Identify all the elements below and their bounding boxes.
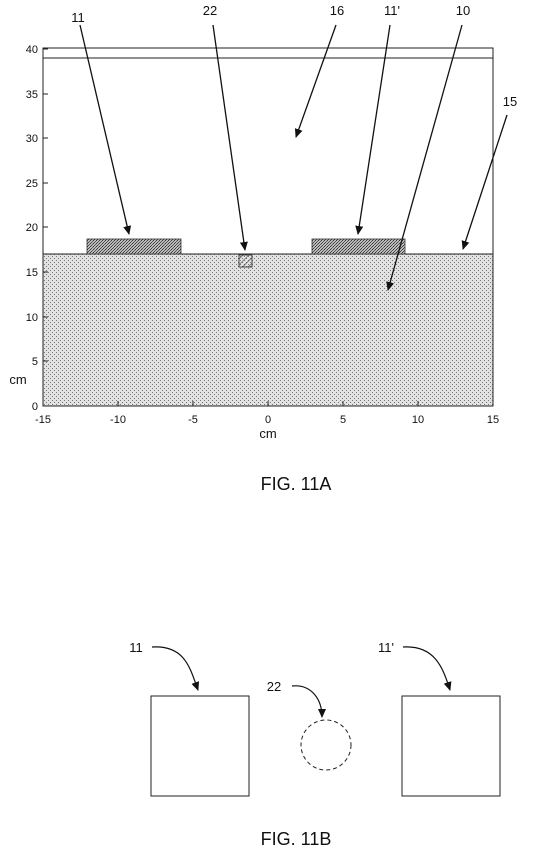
fig-11a: -15 -10 -5 0 5 10 15 0 5 10 15 20 25 30 … [9,3,517,494]
x-tick-label: 15 [487,414,499,426]
fig-11b: 11 22 11' FIG. 11B [129,640,501,849]
leader-11 [151,646,200,691]
y-tick-label: 30 [26,133,38,145]
leader-11-prime [402,646,452,691]
callout-11: 11 [71,10,85,25]
y-tick-label: 40 [26,44,38,56]
leader-22 [291,685,326,718]
y-tick-label: 10 [26,312,38,324]
x-tick-label: -5 [188,414,198,426]
x-axis-label: cm [259,426,276,441]
x-tick-label: -15 [35,414,51,426]
electrode-11-prime-square [401,695,501,797]
y-axis-label: cm [9,372,26,387]
y-tick-label: 35 [26,89,38,101]
y-tick-label: 5 [32,356,38,368]
electrode-11 [86,238,182,255]
callout-15: 15 [503,94,517,109]
callout-11-b: 11 [129,640,143,655]
callout-22-b: 22 [267,679,281,694]
callout-16: 16 [330,3,344,18]
arrow-16 [294,24,337,138]
electrode-11-square [150,695,250,797]
arrow-11-prime [355,24,391,235]
x-tick-label: 5 [340,414,346,426]
x-tick-label: 10 [412,414,424,426]
arrow-15 [461,114,508,250]
callout-11-prime-b: 11' [378,640,394,655]
medium-region-10 [43,254,493,406]
y-tick-label: 20 [26,222,38,234]
callout-11-prime: 11' [384,3,400,18]
x-tick-label: 0 [265,414,271,426]
arrow-22 [212,24,248,251]
x-tick-label: -10 [110,414,126,426]
caption-fig-11b: FIG. 11B [261,829,332,849]
electrode-11-prime [311,238,406,255]
callout-10: 10 [456,3,470,18]
caption-fig-11a: FIG. 11A [261,474,332,494]
x-ticks [42,401,494,406]
sensor-22 [238,254,253,268]
arrow-11 [79,24,132,235]
callout-22: 22 [203,3,217,18]
y-tick-label: 0 [32,401,38,413]
sensor-22-circle [300,719,352,771]
y-tick-label: 25 [26,178,38,190]
y-ticks [43,48,48,407]
y-tick-label: 15 [26,267,38,279]
arrow-10 [386,24,463,291]
